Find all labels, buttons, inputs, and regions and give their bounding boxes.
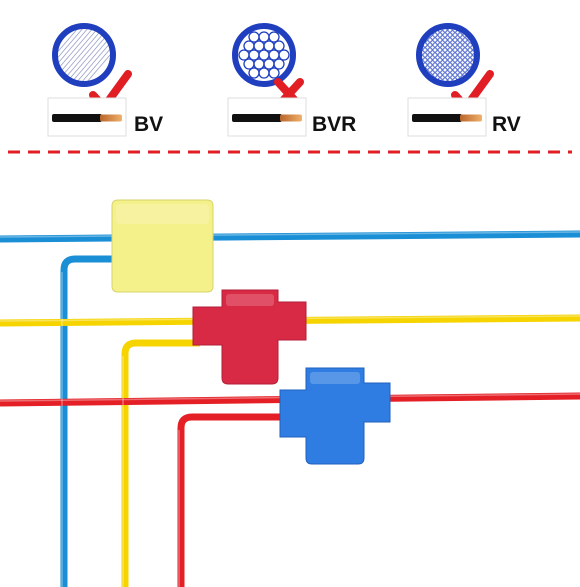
wire-type-bv <box>47 23 132 137</box>
wire-label-bv: BV <box>134 113 164 136</box>
yellow-connector <box>111 199 214 293</box>
bvr-wire-sample-icon <box>227 97 307 137</box>
bvr-cross-section-icon <box>232 23 296 87</box>
bv-wire-sample-icon <box>47 97 127 137</box>
rv-wire-sample-icon <box>407 97 487 137</box>
wire-type-rv <box>407 23 494 137</box>
rv-cross-section-icon <box>416 23 480 87</box>
blue-branch-wire <box>60 255 122 587</box>
bv-cross-section-icon <box>52 23 116 87</box>
wire-type-bvr <box>227 23 307 137</box>
wire-label-bvr: BVR <box>312 113 357 136</box>
red-branch-wire <box>177 413 290 587</box>
blue-main-wire <box>0 230 580 243</box>
wire-label-rv: RV <box>492 113 521 136</box>
blue-connector <box>279 367 391 465</box>
red-connector <box>192 289 307 385</box>
yellow-branch-wire <box>121 339 200 587</box>
